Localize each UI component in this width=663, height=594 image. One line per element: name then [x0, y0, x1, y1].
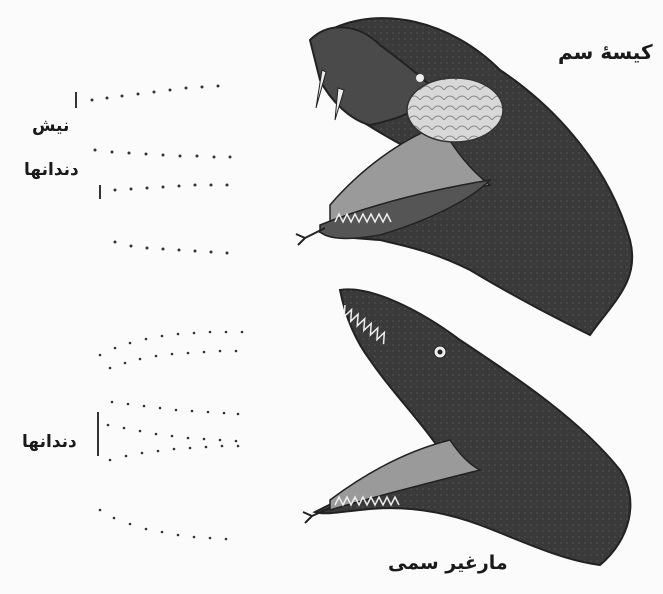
venomous-teeth-diagram — [75, 85, 232, 255]
fang-mark — [75, 92, 77, 108]
nonvenomous-pupil — [438, 350, 443, 355]
dot-arc-6 — [99, 509, 228, 541]
dot-arc-1 — [99, 331, 244, 357]
dot-row-lower-teeth — [114, 241, 229, 255]
dot-row-fang — [91, 85, 220, 102]
dot-row-middle-teeth — [114, 184, 229, 192]
venomous-snake-head — [296, 18, 632, 335]
teeth-label-venomous: دندانها — [24, 160, 79, 180]
nonvenomous-teeth-diagram — [97, 331, 243, 541]
fang-label: نیش — [32, 116, 69, 136]
teeth-bracket-mark — [97, 412, 99, 456]
venom-gland — [407, 78, 503, 142]
dot-arc-4 — [107, 424, 238, 443]
nonvenomous-snake-label: مارغیر سمی — [388, 552, 508, 574]
teeth-mark — [99, 185, 101, 199]
teeth-label-nonvenomous: دندانها — [22, 432, 77, 452]
dot-arc-5 — [109, 445, 240, 462]
venomous-eye — [416, 74, 424, 82]
venom-gland-label: کیسهٔ سم — [558, 40, 653, 64]
dot-arc-3 — [111, 401, 240, 416]
dot-row-upper-teeth — [94, 149, 232, 159]
venomous-tongue — [296, 228, 325, 245]
dot-arc-2 — [109, 350, 238, 370]
